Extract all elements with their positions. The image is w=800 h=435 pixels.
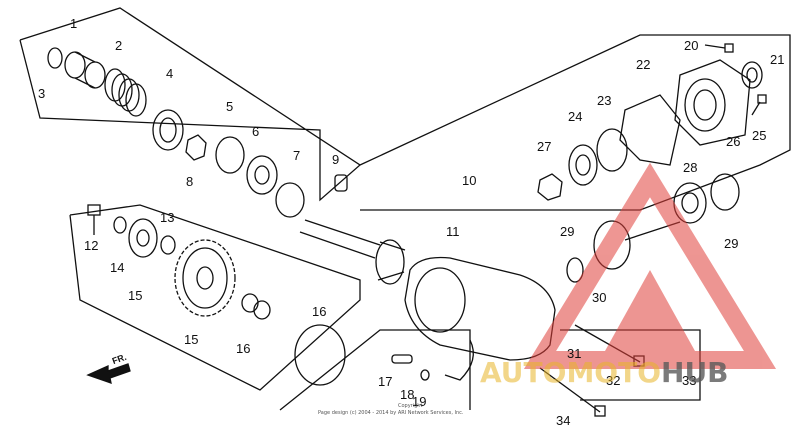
- left-assembly-outline: [19, 7, 362, 202]
- lower-left-outline: [69, 204, 361, 391]
- callout-15b: 25: [752, 128, 767, 143]
- part-11-gear: [174, 239, 236, 317]
- callout-30: 23: [597, 93, 612, 108]
- watermark-part2: HUB: [661, 356, 729, 389]
- part-8-gasket: [619, 94, 681, 166]
- part-6-washer: [275, 182, 305, 218]
- callout-3: 5: [226, 99, 234, 114]
- fr-arrow: [86, 363, 131, 384]
- callout-17: 8: [186, 174, 194, 189]
- callout-18: 4: [166, 66, 174, 81]
- callout-27: 21: [770, 52, 785, 67]
- callout-23: 3: [38, 86, 46, 101]
- callout-9: 10: [462, 173, 477, 188]
- part-10-sleeve: [64, 51, 106, 89]
- callout-14: 12: [84, 238, 99, 253]
- callout-32: 31: [567, 346, 582, 361]
- part-24-pin: [334, 174, 348, 192]
- callout-12: 2: [115, 38, 123, 53]
- callout-15a: 20: [684, 38, 699, 53]
- lower-bracket-outline: [279, 329, 471, 411]
- part-13-collar: [241, 293, 271, 320]
- part-33-bearing: [128, 218, 158, 258]
- part-28-oring: [294, 324, 346, 386]
- callout-29b: 19: [412, 394, 427, 409]
- callout-11: 15: [184, 332, 199, 347]
- part-21-washer: [113, 216, 127, 234]
- part-3-washer: [215, 136, 245, 174]
- callout-25: 6: [252, 124, 260, 139]
- part-25-bearing: [246, 155, 278, 195]
- part-22-ring: [160, 235, 176, 255]
- part-30-oring: [596, 128, 628, 172]
- part-19-nut: [537, 173, 563, 201]
- part-23-circlip: [47, 47, 63, 69]
- part-15-bolts: [704, 43, 767, 116]
- callout-1: 33: [682, 373, 697, 388]
- callout-24: 9: [332, 152, 340, 167]
- callout-7: 26: [726, 134, 741, 149]
- part-7-bearing-case: [674, 59, 751, 146]
- callout-8: 22: [636, 57, 651, 72]
- callout-13: 16: [236, 341, 251, 356]
- part-17-nut: [185, 134, 207, 161]
- callout-2: 11: [446, 224, 460, 239]
- callout-28: 16: [312, 304, 327, 319]
- callout-16b: 34: [556, 413, 571, 428]
- callout-34: 29: [560, 224, 575, 239]
- part-14-bolt: [87, 204, 101, 235]
- watermark-part1: AUTOMOTO: [480, 356, 662, 389]
- part-12-spring: [104, 68, 147, 117]
- watermark-text: AUTOMOTOHUB: [480, 356, 729, 389]
- part-4-washer: [710, 173, 740, 211]
- part-27-cap: [741, 61, 763, 89]
- part-18-bearing: [152, 109, 184, 151]
- callout-29a: 17: [378, 374, 393, 389]
- callout-26: 28: [683, 160, 698, 175]
- part-5-dowels: [391, 354, 430, 381]
- watermark-logo: [523, 162, 777, 369]
- callout-31: 30: [592, 290, 607, 305]
- callout-5: 18: [400, 387, 415, 402]
- callout-19: 27: [537, 139, 552, 154]
- callout-4: 29: [724, 236, 739, 251]
- callout-20: 24: [568, 109, 583, 124]
- drive-shaft: [299, 219, 406, 285]
- callout-22: 13: [160, 210, 175, 225]
- callout-16a: 32: [606, 373, 621, 388]
- copyright-line1: Copyright: [398, 403, 423, 409]
- callout-21: 14: [110, 260, 125, 275]
- copyright-line2: Page design (c) 2004 - 2014 by ARI Netwo…: [318, 410, 464, 416]
- callout-6: 7: [293, 148, 301, 163]
- part-20-bearing: [568, 144, 598, 186]
- callout-33: 15: [128, 288, 143, 303]
- callout-10: 1: [70, 16, 78, 31]
